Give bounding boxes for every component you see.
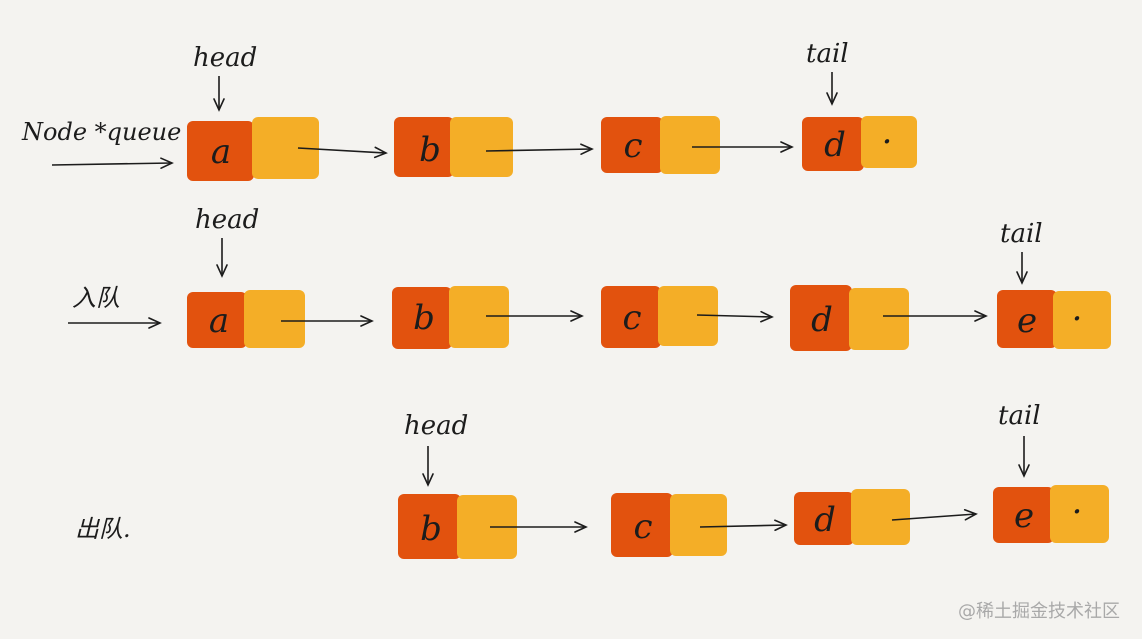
- node-data-cell: [601, 286, 661, 348]
- node-data-cell: [392, 287, 452, 349]
- row-1-label: Node *queue: [21, 118, 181, 146]
- node-value: c: [633, 507, 652, 547]
- node-data-cell: [187, 121, 254, 181]
- node-data-cell: [187, 292, 247, 348]
- node-next-cell: [1050, 485, 1109, 543]
- node-value: a: [211, 132, 231, 172]
- row-3-link-d-e: [891, 508, 978, 521]
- row-2-head-label: head: [195, 205, 259, 235]
- row-3-node-c: c: [611, 493, 727, 557]
- row-1-node-d: d ·: [802, 116, 917, 171]
- node-data-cell: [997, 290, 1057, 348]
- node-next-cell: [670, 494, 727, 556]
- row-3-head-label: head: [404, 411, 468, 441]
- row-2: 入队 head tail a b c d: [68, 205, 1111, 351]
- row-3: 出队. head tail b c d e ·: [75, 401, 1109, 559]
- row-2-node-b: b: [392, 286, 509, 349]
- node-next-cell: [252, 117, 319, 179]
- node-value: d: [824, 125, 846, 165]
- node-next-cell: [449, 286, 509, 348]
- node-value: d: [814, 500, 836, 540]
- row-1-link-b-c: [485, 143, 594, 156]
- null-marker: ·: [1072, 299, 1083, 339]
- node-data-cell: [601, 117, 663, 173]
- row-1-node-a: a: [187, 117, 319, 181]
- node-value: b: [413, 298, 435, 338]
- row-1-tail-label: tail: [806, 39, 849, 69]
- node-data-cell: [394, 117, 454, 177]
- node-next-cell: [851, 489, 910, 545]
- row-3-node-b: b: [398, 494, 517, 559]
- row-1-node-b: b: [394, 117, 513, 177]
- row-2-node-a: a: [187, 290, 305, 348]
- node-data-cell: [790, 285, 852, 351]
- watermark: @稀土掘金技术社区: [958, 601, 1120, 622]
- row-3-node-d: d: [794, 489, 910, 545]
- node-value: c: [622, 298, 641, 338]
- row-3-label: 出队.: [75, 515, 131, 543]
- node-next-cell: [1053, 291, 1111, 349]
- node-value: c: [623, 126, 642, 166]
- node-next-cell: [861, 116, 917, 168]
- node-data-cell: [993, 487, 1054, 543]
- node-value: e: [1017, 301, 1037, 341]
- row-2-node-d: d: [790, 285, 909, 351]
- row-2-label: 入队: [72, 284, 120, 312]
- node-data-cell: [794, 492, 854, 545]
- node-data-cell: [802, 117, 864, 171]
- row-1-entry-arrow: [51, 157, 174, 169]
- row-3-node-e: e ·: [993, 485, 1109, 543]
- row-3-tail-label: tail: [998, 401, 1041, 431]
- node-next-cell: [244, 290, 305, 348]
- row-1-head-label: head: [193, 43, 257, 73]
- node-next-cell: [450, 117, 513, 177]
- row-1-link-a-b: [297, 146, 388, 159]
- node-next-cell: [658, 286, 718, 346]
- row-2-node-e: e ·: [997, 290, 1111, 349]
- row-2-link-c-d: [696, 310, 774, 323]
- node-value: e: [1014, 496, 1034, 536]
- node-value: b: [420, 509, 442, 549]
- row-2-tail-label: tail: [1000, 219, 1043, 249]
- node-value: d: [811, 300, 833, 340]
- row-3-link-c-d: [699, 519, 788, 532]
- null-marker: ·: [1072, 492, 1083, 532]
- node-value: a: [209, 301, 229, 341]
- node-next-cell: [660, 116, 720, 174]
- row-1: Node *queue head tail a b c d ·: [21, 39, 917, 181]
- node-data-cell: [611, 493, 673, 557]
- node-data-cell: [398, 494, 461, 559]
- row-2-node-c: c: [601, 286, 718, 348]
- node-next-cell: [849, 288, 909, 350]
- row-1-node-c: c: [601, 116, 720, 174]
- null-marker: ·: [882, 122, 893, 162]
- node-value: b: [419, 130, 441, 170]
- node-next-cell: [457, 495, 517, 559]
